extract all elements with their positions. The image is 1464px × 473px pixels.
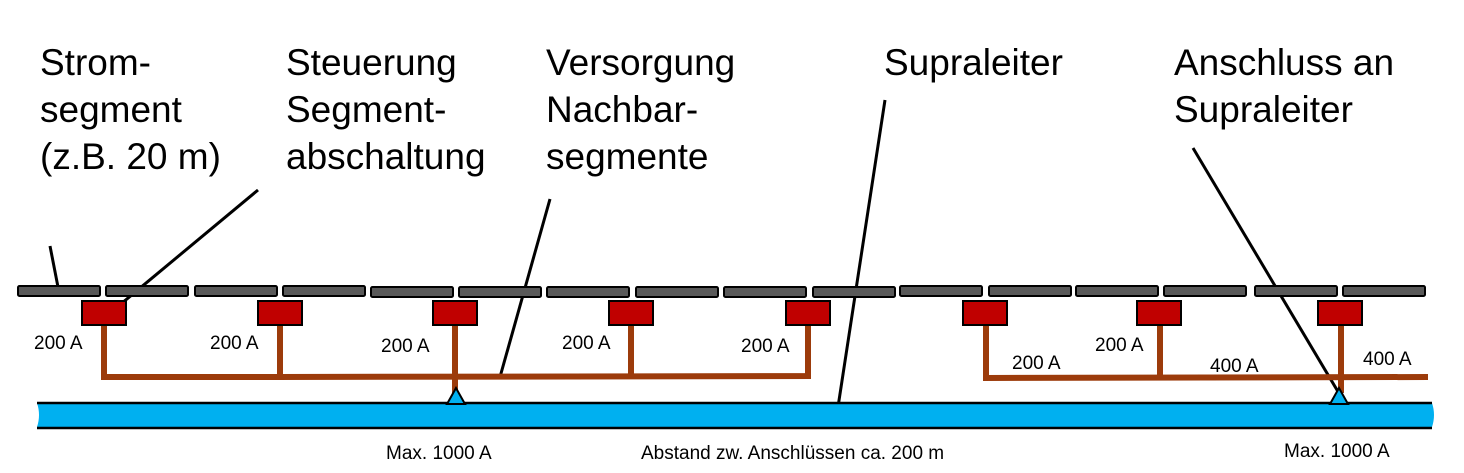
current-segment — [1075, 285, 1159, 297]
leader-stromsegment — [48, 245, 60, 288]
current-segment — [546, 286, 630, 298]
label-steuerung-1: Steuerung — [286, 42, 457, 83]
segment-control-box — [962, 300, 1008, 326]
current-label: 400 A — [1363, 349, 1412, 370]
label-steuerung-3: abschaltung — [286, 136, 486, 177]
current-segment — [899, 285, 983, 297]
current-segment — [17, 285, 101, 297]
current-label: 200 A — [1012, 353, 1061, 374]
connection-triangle-icon — [445, 385, 467, 405]
current-segment — [105, 285, 189, 297]
current-segment — [458, 286, 542, 298]
max-current-left: Max. 1000 A — [386, 443, 492, 464]
max-current-right: Max. 1000 A — [1284, 441, 1390, 462]
current-label: 200 A — [210, 333, 259, 354]
current-segment — [1163, 285, 1247, 297]
segment-controls — [81, 300, 1363, 326]
label-stromsegment-3: (z.B. 20 m) — [40, 136, 221, 177]
segment-control-box — [785, 300, 831, 326]
label-versorgung-3: segmente — [546, 136, 709, 177]
current-label: 200 A — [381, 336, 430, 357]
current-segment — [988, 285, 1072, 297]
label-steuerung-2: Segment- — [286, 89, 446, 130]
current-segment — [1342, 285, 1426, 297]
segment-control-box — [432, 300, 478, 326]
segment-control-box — [1317, 300, 1363, 326]
feeder-line — [101, 322, 283, 380]
segment-control-box — [608, 300, 654, 326]
current-segment — [370, 286, 454, 298]
current-segment — [635, 286, 719, 298]
current-label: 400 A — [1210, 356, 1259, 377]
feeder-line — [983, 322, 1429, 382]
current-segment — [282, 285, 366, 297]
distance-label: Abstand zw. Anschlüssen ca. 200 m — [641, 443, 944, 464]
current-segments — [17, 285, 1426, 298]
label-versorgung-2: Nachbar- — [546, 89, 698, 130]
current-label: 200 A — [1095, 335, 1144, 356]
current-label: 200 A — [34, 333, 83, 354]
connection-triangle-icon — [1328, 385, 1350, 405]
label-supraleiter: Supraleiter — [884, 42, 1063, 83]
current-segment — [194, 285, 278, 297]
label-stromsegment-1: Strom- — [40, 42, 151, 83]
superconductor-bar — [37, 403, 1434, 427]
current-segment — [1254, 285, 1338, 297]
current-segment — [723, 286, 807, 298]
leader-supraleiter — [836, 99, 887, 408]
feeder-line — [276, 322, 811, 381]
current-segment — [812, 286, 896, 298]
label-anschluss-2: Supraleiter — [1174, 89, 1353, 130]
segment-control-box — [1136, 300, 1182, 326]
leader-anschluss — [1191, 147, 1342, 396]
label-versorgung-1: Versorgung — [546, 42, 735, 83]
current-label: 200 A — [741, 336, 790, 357]
label-anschluss-1: Anschluss an — [1174, 42, 1394, 83]
current-label: 200 A — [562, 333, 611, 354]
feeder-lines — [101, 322, 1429, 393]
segment-control-box — [81, 300, 127, 326]
segment-control-box — [257, 300, 303, 326]
label-stromsegment-2: segment — [40, 89, 183, 130]
